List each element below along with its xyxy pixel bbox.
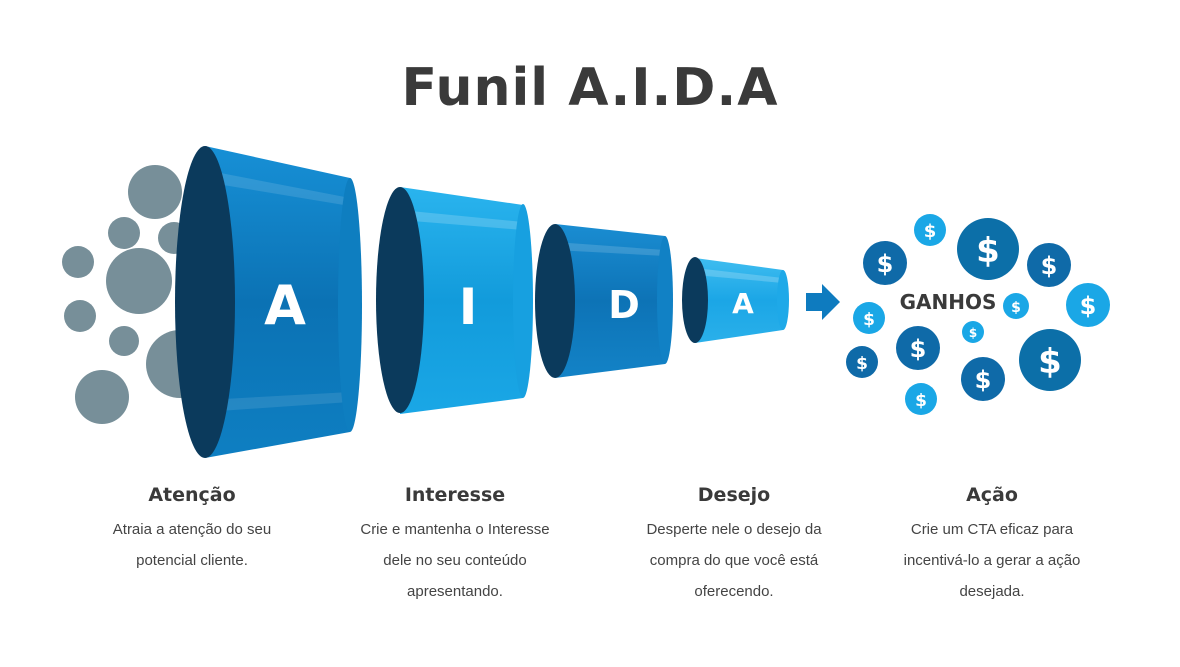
svg-text:$: $ xyxy=(1038,342,1062,382)
stage-attention: Atenção Atraia a atenção do seu potencia… xyxy=(72,484,312,576)
gray-dot xyxy=(108,217,140,249)
stage-description: Desperte nele o desejo da compra do que … xyxy=(646,521,822,600)
stage-description: Atraia a atenção do seu potencial client… xyxy=(112,521,272,569)
dollar-coin-icon: $ xyxy=(1003,293,1029,319)
dollar-coin-icon: $ xyxy=(914,214,946,246)
funnel-segment-d: D xyxy=(535,224,673,378)
aida-funnel-illustration: A I D A $ $ $ $ $ $ $ $ $ $ $ xyxy=(62,146,1110,458)
svg-text:$: $ xyxy=(924,221,937,242)
svg-text:$: $ xyxy=(877,250,894,278)
stage-title: Atenção xyxy=(148,484,236,506)
funnel-letter-d: D xyxy=(608,283,640,327)
stage-interest: Interesse Crie e mantenha o Interesse de… xyxy=(335,484,575,607)
dollar-coin-icon: $ xyxy=(905,383,937,415)
stage-action: Ação Crie um CTA eficaz para incentivá-l… xyxy=(872,484,1112,607)
stage-title: Desejo xyxy=(697,484,771,506)
page-title: Funil A.I.D.A xyxy=(401,58,779,118)
dollar-coin-icon: $ xyxy=(853,302,885,334)
dollar-coin-icon: $ xyxy=(961,357,1005,401)
svg-text:$: $ xyxy=(915,391,927,411)
dollar-coin-icon: $ xyxy=(896,326,940,370)
svg-text:$: $ xyxy=(1080,292,1097,320)
gray-dot xyxy=(64,300,96,332)
funnel-segment-i: I xyxy=(376,187,533,414)
funnel-letter-a-small: A xyxy=(732,287,754,320)
svg-text:$: $ xyxy=(975,366,992,394)
gray-dot xyxy=(62,246,94,278)
svg-text:$: $ xyxy=(856,354,868,374)
dollar-coin-icon: $ xyxy=(957,218,1019,280)
dollar-coin-icon: $ xyxy=(1066,283,1110,327)
gray-dot xyxy=(75,370,129,424)
funnel-letter-i: I xyxy=(459,278,478,336)
dollar-coin-icon: $ xyxy=(846,346,878,378)
funnel-segment-a-small: A xyxy=(682,257,789,343)
dollar-coin-icon: $ xyxy=(863,241,907,285)
dollar-coin-icon: $ xyxy=(1019,329,1081,391)
funnel-letter-a: A xyxy=(264,274,306,337)
gray-dot xyxy=(109,326,139,356)
svg-text:$: $ xyxy=(976,231,1000,271)
svg-text:$: $ xyxy=(1011,300,1021,316)
dollar-coin-icon: $ xyxy=(1027,243,1071,287)
gray-dot xyxy=(128,165,182,219)
stage-title: Ação xyxy=(966,484,1018,506)
stage-description: Crie um CTA eficaz para incentivá-lo a g… xyxy=(903,521,1081,600)
stage-description: Crie e mantenha o Interesse dele no seu … xyxy=(360,521,550,600)
stage-desire: Desejo Desperte nele o desejo da compra … xyxy=(614,484,854,607)
svg-text:$: $ xyxy=(1041,252,1058,280)
gray-dot xyxy=(106,248,172,314)
svg-text:$: $ xyxy=(863,310,875,330)
funnel-segment-a: A xyxy=(175,146,362,458)
svg-text:$: $ xyxy=(969,326,977,340)
arrow-right-icon xyxy=(806,284,840,320)
gains-coins: $ $ $ $ $ $ $ $ $ $ $ $ $ GANHOS xyxy=(846,214,1110,415)
svg-text:$: $ xyxy=(910,335,927,363)
gains-label: GANHOS xyxy=(900,290,997,314)
stage-title: Interesse xyxy=(404,484,506,506)
dollar-coin-icon: $ xyxy=(962,321,984,343)
